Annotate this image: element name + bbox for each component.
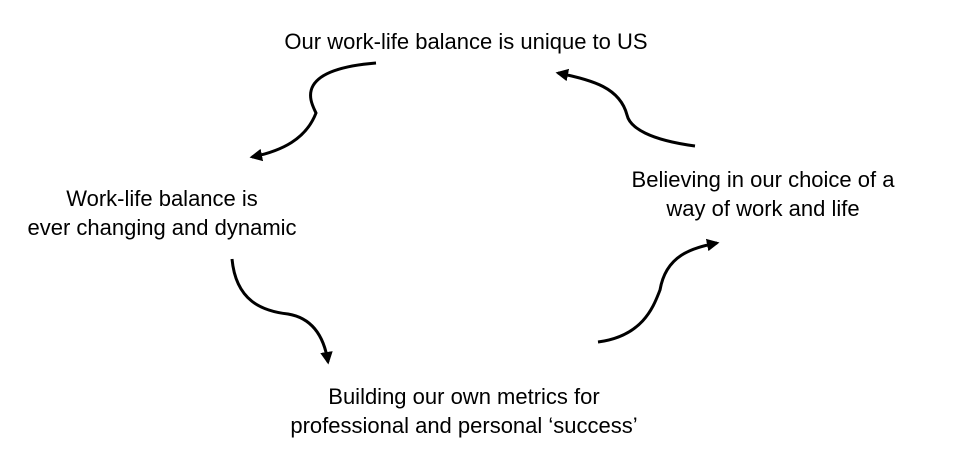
arrow-bottom-to-right — [597, 238, 720, 344]
cycle-node-left: Work-life balance is ever changing and d… — [0, 184, 324, 242]
cycle-node-right-line-2: way of work and life — [666, 196, 860, 221]
cycle-node-right-line-1: Believing in our choice of a — [631, 167, 895, 192]
cycle-node-bottom-line-2: professional and personal ‘success’ — [290, 413, 638, 438]
cycle-node-right: Believing in our choice of a way of work… — [600, 165, 926, 223]
cycle-node-left-line-1: Work-life balance is — [66, 186, 258, 211]
cycle-node-bottom-line-1: Building our own metrics for — [328, 384, 600, 409]
cycle-node-top-line-1: Our work-life balance is unique to US — [284, 29, 648, 54]
arrow-top-to-left — [249, 61, 377, 162]
cycle-node-left-line-2: ever changing and dynamic — [27, 215, 297, 240]
arrow-left-to-bottom — [230, 258, 333, 365]
cycle-node-top: Our work-life balance is unique to US — [0, 27, 932, 56]
cycle-node-bottom: Building our own metrics for professiona… — [214, 382, 714, 440]
arrow-right-to-top — [555, 68, 696, 148]
